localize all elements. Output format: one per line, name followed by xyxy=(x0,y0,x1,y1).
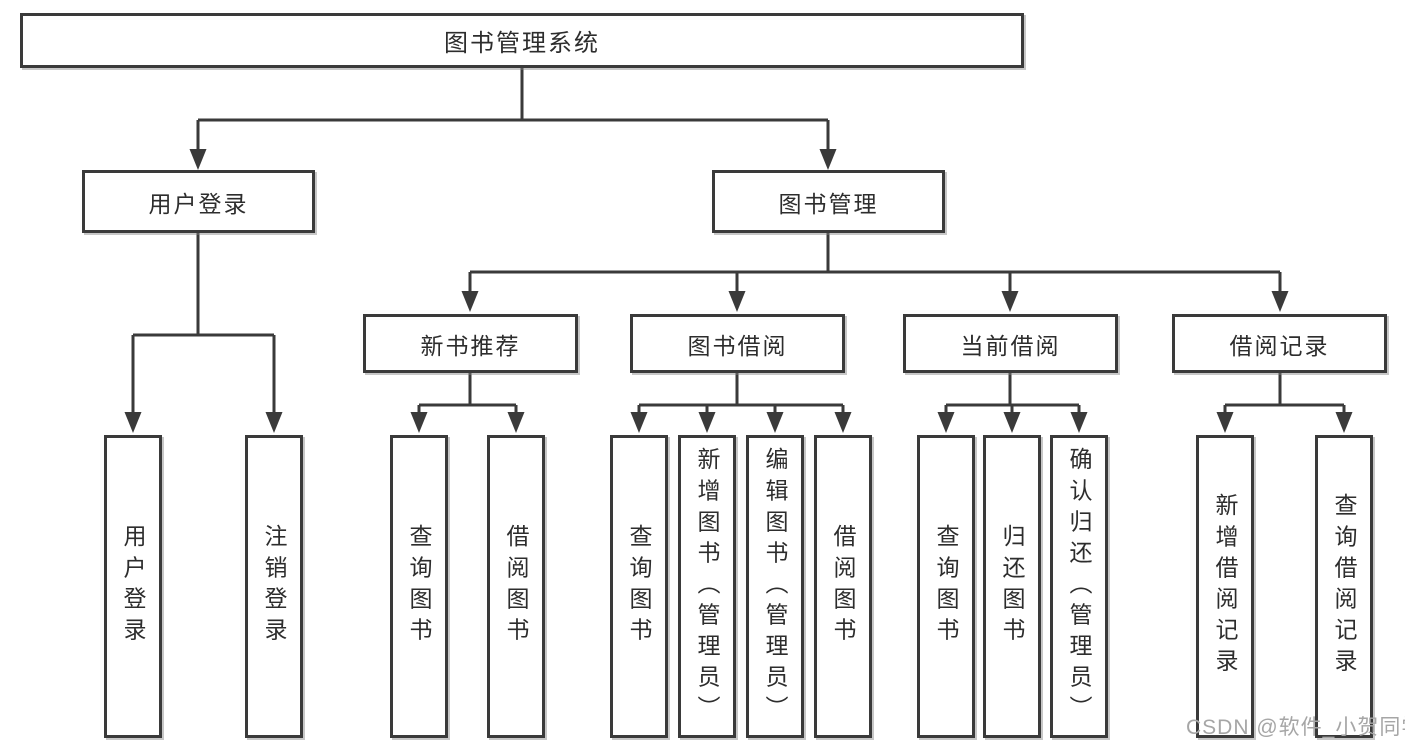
leaf-label: 借阅图书 xyxy=(503,524,529,649)
leaf-label: 新增图书（管理员） xyxy=(694,446,720,727)
node-book-management: 图书管理 xyxy=(712,170,945,233)
csdn-watermark: CSDN @软件_小贺同学 xyxy=(1186,716,1405,739)
leaf-label: 确认归还（管理员） xyxy=(1066,446,1092,727)
leaf-label: 查询图书 xyxy=(406,524,432,649)
leaf-node-edit-books-admin: 编辑图书（管理员） xyxy=(746,435,804,738)
leaf-node-logout: 注销登录 xyxy=(245,435,303,738)
leaf-label: 新增借阅记录 xyxy=(1212,493,1238,680)
leaf-node-borrow-books: 借阅图书 xyxy=(814,435,872,738)
arrowheads xyxy=(124,149,1353,433)
node-new-book-recommend: 新书推荐 xyxy=(363,314,578,373)
leaf-node-query-books: 查询图书 xyxy=(610,435,668,738)
leaf-node-confirm-return-admin: 确认归还（管理员） xyxy=(1050,435,1108,738)
leaf-label: 编辑图书（管理员） xyxy=(762,446,788,727)
leaf-node-add-borrow-record: 新增借阅记录 xyxy=(1196,435,1254,738)
leaf-node-borrow-books-recommend: 借阅图书 xyxy=(487,435,545,738)
leaf-label: 借阅图书 xyxy=(830,524,856,649)
node-library-management-system: 图书管理系统 xyxy=(20,13,1024,68)
leaf-label: 注销登录 xyxy=(261,524,287,649)
leaf-label: 用户登录 xyxy=(120,524,146,649)
leaf-label: 归还图书 xyxy=(999,524,1025,649)
node-user-login: 用户登录 xyxy=(82,170,315,233)
connector-paths xyxy=(131,68,1346,427)
leaf-node-user-login: 用户登录 xyxy=(104,435,162,738)
node-borrow-records: 借阅记录 xyxy=(1172,314,1387,373)
leaf-label: 查询图书 xyxy=(933,524,959,649)
node-current-borrow: 当前借阅 xyxy=(903,314,1118,373)
leaf-node-return-books: 归还图书 xyxy=(983,435,1041,738)
leaf-node-add-books-admin: 新增图书（管理员） xyxy=(678,435,736,738)
leaf-node-query-borrow-record: 查询借阅记录 xyxy=(1315,435,1373,738)
leaf-node-query-books-current: 查询图书 xyxy=(917,435,975,738)
leaf-label: 查询图书 xyxy=(626,524,652,649)
node-book-borrow: 图书借阅 xyxy=(630,314,845,373)
leaf-node-query-books-recommend: 查询图书 xyxy=(390,435,448,738)
leaf-label: 查询借阅记录 xyxy=(1331,493,1357,680)
